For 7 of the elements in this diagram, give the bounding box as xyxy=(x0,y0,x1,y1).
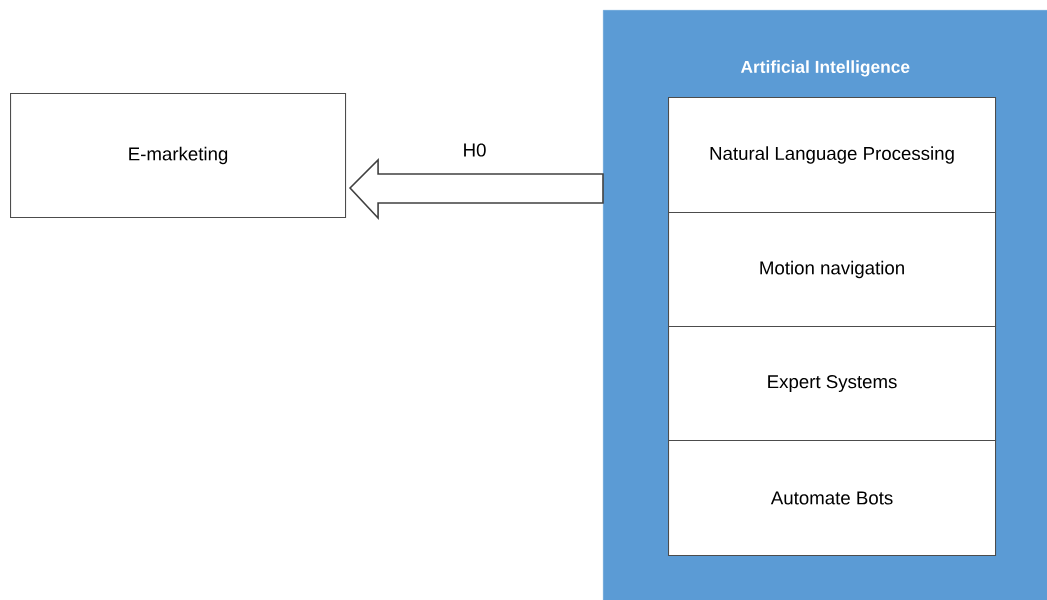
list-box: Natural Language Processing xyxy=(668,97,997,214)
process-box: E-marketing xyxy=(10,93,347,219)
edge-label: H0 xyxy=(464,143,486,157)
list-box: Motion navigation xyxy=(668,212,997,328)
list-box: Automate Bots xyxy=(668,440,997,557)
list-box: Expert Systems xyxy=(668,326,997,442)
block-arrow xyxy=(348,158,604,221)
